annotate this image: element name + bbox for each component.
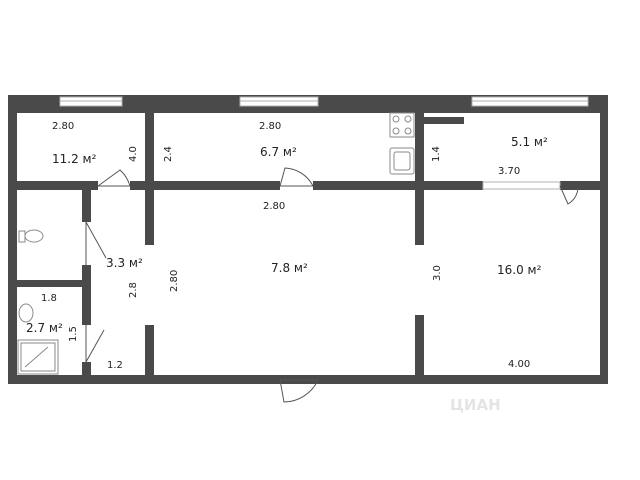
door-toilet: [85, 221, 107, 265]
dim-bathroom-width: 1.8: [41, 293, 57, 304]
toilet-icon: [18, 229, 44, 243]
wall-v7: [82, 265, 91, 325]
watermark-text: ЦИАН: [450, 396, 501, 414]
outer-wall-right: [600, 95, 608, 384]
door-room-top-left: [97, 169, 131, 187]
wall-h3: [313, 181, 483, 190]
wall-bath: [8, 280, 88, 287]
area-room-top-left: 11.2 м²: [52, 152, 97, 166]
area-kitchen: 6.7 м²: [260, 145, 297, 159]
dim-hallway-height: 2.8: [128, 282, 139, 298]
wall-v1: [145, 95, 154, 195]
fixtures: [17, 112, 415, 375]
area-labels: 11.2 м² 6.7 м² 5.1 м² 3.3 м² 2.7 м² 7.8 …: [26, 135, 548, 335]
area-hallway: 3.3 м²: [106, 256, 143, 270]
wall-v3: [145, 325, 154, 384]
door-bath: [85, 325, 105, 363]
door-kitchen: [279, 167, 314, 187]
dim-living-room-height: 2.80: [169, 270, 180, 292]
stove-icon: [389, 112, 415, 138]
dim-room-top-right-height: 1.4: [431, 146, 442, 162]
washbasin-icon: [18, 303, 34, 323]
area-room-top-right: 5.1 м²: [511, 135, 548, 149]
dim-bathroom-height: 1.5: [68, 326, 79, 342]
dimension-labels: 2.80 4.0 2.80 2.4 3.70 1.4 2.8 1.2 1.8 1…: [41, 121, 530, 371]
outer-wall-left: [8, 95, 17, 384]
dim-room-top-left-height: 4.0: [128, 146, 139, 162]
wall-stub: [424, 117, 464, 124]
wall-h2: [130, 181, 280, 190]
wall-v4: [415, 95, 424, 245]
dim-living-room-width: 2.80: [263, 201, 285, 212]
dim-kitchen-height: 2.4: [163, 146, 174, 162]
dim-room-top-right-width: 3.70: [498, 166, 520, 177]
area-room-big: 16.0 м²: [497, 263, 542, 277]
sink-icon: [389, 147, 415, 175]
dim-kitchen-width: 2.80: [259, 121, 281, 132]
door-entrance: [279, 379, 319, 403]
wall-v2: [145, 190, 154, 245]
wall-h1: [8, 181, 98, 190]
area-bathroom: 2.7 м²: [26, 321, 63, 335]
windows: [59, 96, 589, 190]
dim-room-top-left-width: 2.80: [52, 121, 74, 132]
shower-icon: [17, 339, 59, 375]
window-4: [482, 181, 561, 190]
door-room-top-right: [559, 185, 579, 205]
wall-h4: [560, 181, 608, 190]
wall-v6: [82, 190, 91, 222]
wall-v8: [82, 362, 91, 384]
wall-v5: [415, 315, 424, 384]
area-living-room: 7.8 м²: [271, 261, 308, 275]
dim-room-big-height: 3.0: [432, 265, 443, 281]
dim-room-big-width: 4.00: [508, 359, 530, 370]
doors: [85, 167, 579, 403]
dim-hallway-width: 1.2: [107, 360, 123, 371]
